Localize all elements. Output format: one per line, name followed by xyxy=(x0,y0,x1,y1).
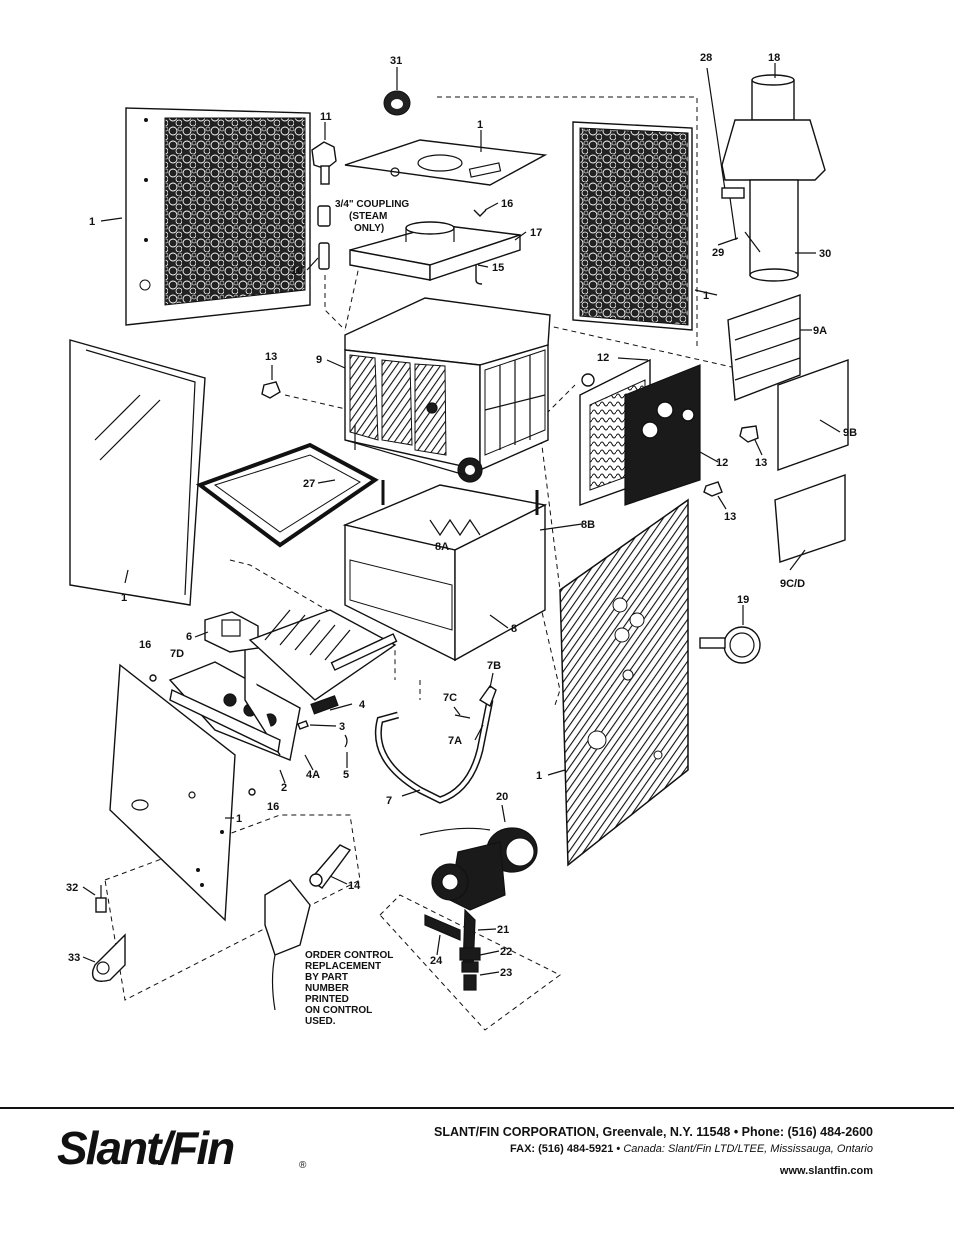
callout: 12 xyxy=(716,457,728,469)
callout: 9B xyxy=(843,427,857,439)
footer-divider xyxy=(0,1107,954,1109)
callout: 22 xyxy=(500,946,512,958)
callout: 23 xyxy=(500,967,512,979)
callout: 27 xyxy=(303,478,315,490)
svg-text:®: ® xyxy=(299,1160,307,1171)
svg-text:ORDER CONTROL: ORDER CONTROL xyxy=(305,950,393,961)
top-panel xyxy=(344,139,548,186)
svg-text:(STEAM: (STEAM xyxy=(349,211,387,222)
drain-assembly xyxy=(424,908,481,991)
callout: 12 xyxy=(597,352,609,364)
boiler-block-9 xyxy=(344,297,551,483)
callout: 19 xyxy=(737,594,749,606)
baffle-9C xyxy=(774,474,846,563)
website-link[interactable]: www.slantfin.com xyxy=(779,1165,873,1177)
left-insulated-panel xyxy=(125,107,311,326)
callout: 7 xyxy=(386,795,392,807)
callout: 7D xyxy=(170,648,184,660)
svg-text:3/4" COUPLING: 3/4" COUPLING xyxy=(335,199,409,210)
callout: 20 xyxy=(496,791,508,803)
pressure-gauge-19 xyxy=(699,626,761,664)
callout: 8B xyxy=(581,519,595,531)
coupling-note: 3/4" COUPLING (STEAM ONLY) xyxy=(335,199,409,234)
baffle-9B xyxy=(777,359,849,471)
baffle-9A xyxy=(727,294,801,401)
svg-text:Slant/Fin: Slant/Fin xyxy=(57,1122,234,1174)
callout: 28 xyxy=(700,52,712,64)
flue-collector-17 xyxy=(349,221,521,281)
right-insulated-panel xyxy=(572,121,693,331)
callout: 32 xyxy=(66,882,78,894)
callout: 15 xyxy=(492,262,504,274)
order-control-note: ORDER CONTROL REPLACEMENT BY PART NUMBER… xyxy=(305,950,393,1027)
bracket-33 xyxy=(91,885,126,982)
company-address: SLANT/FIN CORPORATION, Greenvale, N.Y. 1… xyxy=(433,1125,873,1139)
callout: 1 xyxy=(121,592,127,604)
callout: 33 xyxy=(68,952,80,964)
callout: 9 xyxy=(316,354,322,366)
callout: 14 xyxy=(348,880,361,892)
callout: 10 xyxy=(291,265,303,277)
callout: 3 xyxy=(339,721,345,733)
callout: 31 xyxy=(390,55,402,67)
fax-canada-line: FAX: (516) 484-5921 • Canada: Slant/Fin … xyxy=(510,1143,873,1155)
callout: 1 xyxy=(536,770,542,782)
callout: 24 xyxy=(430,955,443,967)
svg-text:PRINTED: PRINTED xyxy=(305,994,349,1005)
circulator-pump-20 xyxy=(419,827,538,911)
callout: 1 xyxy=(236,813,242,825)
draft-hood-18 xyxy=(721,74,826,282)
callout: 16 xyxy=(139,639,151,651)
callout: 9C/D xyxy=(780,578,805,590)
lower-left-panel xyxy=(109,663,236,922)
callout: 16 xyxy=(501,198,513,210)
callout: 16 xyxy=(267,801,279,813)
callout: 6 xyxy=(186,631,192,643)
callout: 21 xyxy=(497,924,509,936)
callout: 1 xyxy=(703,290,709,302)
svg-text:ONLY): ONLY) xyxy=(354,223,384,234)
callout: 2 xyxy=(281,782,287,794)
combustion-chamber-8 xyxy=(342,480,548,662)
right-front-panel xyxy=(559,498,689,867)
gasket-27 xyxy=(195,442,379,548)
callout: 9A xyxy=(813,325,827,337)
front-glass-panel xyxy=(69,339,206,606)
fax-number: FAX: (516) 484-5921 • xyxy=(510,1143,621,1155)
relief-valve-11 xyxy=(311,141,337,270)
callout: 29 xyxy=(712,247,724,259)
callout: 13 xyxy=(265,351,277,363)
grommet-31 xyxy=(383,90,411,116)
callout: 5 xyxy=(343,769,349,781)
svg-text:REPLACEMENT: REPLACEMENT xyxy=(305,961,381,972)
callout: 7C xyxy=(443,692,457,704)
callout: 1 xyxy=(477,119,483,131)
callout: 13 xyxy=(724,511,736,523)
heat-exchanger-12 xyxy=(579,358,701,506)
slant-fin-logo: Slant/Fin ® xyxy=(57,1122,307,1174)
pilot-tubing-7 xyxy=(374,685,497,804)
svg-text:BY PART: BY PART xyxy=(305,972,348,983)
svg-text:NUMBER: NUMBER xyxy=(305,983,350,994)
callout: 1 xyxy=(89,216,95,228)
plug-13 xyxy=(261,381,759,497)
immersion-well-14 xyxy=(308,844,352,889)
callout: 7B xyxy=(487,660,501,672)
callout: 30 xyxy=(819,248,831,260)
exploded-parts-diagram: 31 1 11 16 17 15 10 28 18 29 30 1 9A 9B … xyxy=(66,52,857,1031)
callout: 4 xyxy=(359,699,366,711)
callout: 4A xyxy=(306,769,320,781)
callout: 18 xyxy=(768,52,780,64)
callout: 11 xyxy=(320,111,332,123)
control-box xyxy=(264,879,311,1011)
callout: 7A xyxy=(448,735,462,747)
callout: 13 xyxy=(755,457,767,469)
canada-office: Canada: Slant/Fin LTD/LTEE, Mississauga,… xyxy=(623,1143,873,1155)
callout-labels: 31 1 11 16 17 15 10 28 18 29 30 1 9A 9B … xyxy=(66,52,857,979)
svg-text:USED.: USED. xyxy=(305,1016,336,1027)
callout: 8 xyxy=(511,623,517,635)
callout: 17 xyxy=(530,227,542,239)
svg-text:ON CONTROL: ON CONTROL xyxy=(305,1005,372,1016)
callout: 8A xyxy=(435,541,449,553)
